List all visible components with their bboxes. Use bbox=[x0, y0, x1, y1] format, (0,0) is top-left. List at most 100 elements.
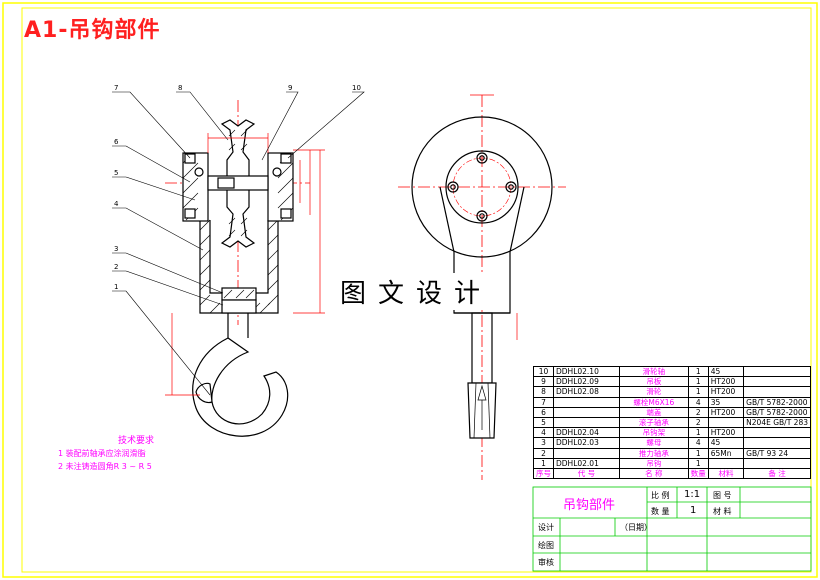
bom-cell-note: N204E GB/T 283 bbox=[743, 416, 811, 429]
cap-bolt-tl bbox=[184, 153, 196, 164]
axle-key bbox=[217, 177, 235, 189]
bom-cell-name: 吊钩 bbox=[618, 457, 689, 469]
balloon-2: 2 bbox=[114, 263, 119, 271]
bom-cell-qty: 2 bbox=[687, 416, 709, 429]
bom-cell-name: 推力轴承 bbox=[618, 447, 689, 459]
bom-cell-material: 45 bbox=[707, 365, 745, 378]
bom-cell-qty: 1 bbox=[687, 447, 709, 459]
nut-hatch bbox=[223, 289, 255, 299]
left-bearing-roller bbox=[194, 167, 204, 177]
bom-cell-code: DDHL02.10 bbox=[553, 365, 620, 378]
bom-cell-no: 10 bbox=[533, 365, 554, 378]
title-block-part-name: 吊钩部件 bbox=[563, 498, 616, 513]
scale-label: 比 例 bbox=[651, 491, 670, 500]
watermark: 图文设计 bbox=[338, 273, 495, 310]
bom-cell-code bbox=[553, 396, 620, 408]
page-title: A1-吊钩部件 bbox=[24, 18, 161, 43]
hook-nut bbox=[221, 299, 257, 314]
bom-cell-note bbox=[743, 386, 811, 398]
balloon-3: 3 bbox=[114, 245, 119, 253]
bom-cell-note: GB/T 5782-2000 bbox=[743, 396, 811, 408]
bom-cell-code bbox=[553, 416, 620, 429]
bom-cell-qty: 4 bbox=[687, 396, 709, 408]
scale-value: 1:1 bbox=[684, 489, 701, 500]
bom-cell-note bbox=[743, 376, 811, 388]
inner-frame bbox=[21, 7, 812, 573]
bom-cell-note bbox=[743, 365, 811, 378]
bom-cell-no: 1 bbox=[533, 457, 554, 469]
tech-requirements-title: 技术要求 bbox=[118, 436, 155, 446]
title-block-grid bbox=[532, 486, 812, 572]
cap-bolt-tr bbox=[280, 153, 292, 164]
bom-cell-name: 滑轮轴 bbox=[618, 365, 689, 378]
side-dimensions bbox=[470, 94, 518, 340]
bom-cell-code: DDHL02.04 bbox=[553, 427, 620, 439]
drawing-no-label: 图 号 bbox=[713, 491, 732, 500]
bom-cell-name: 端盖 bbox=[618, 406, 689, 418]
bom-header-row: 序号代 号名 称数量材料备 注 bbox=[533, 467, 811, 480]
bom-cell-qty: 1 bbox=[687, 457, 709, 469]
bom-cell-code: DDHL02.01 bbox=[553, 457, 620, 469]
bom-cell-qty: 4 bbox=[687, 437, 709, 449]
balloon-8: 8 bbox=[178, 84, 183, 92]
bom-cell-qty: 1 bbox=[687, 376, 709, 388]
bom-cell-note bbox=[743, 427, 811, 439]
bom-cell-note bbox=[743, 457, 811, 469]
bom-cell-note: GB/T 5782-2000 bbox=[743, 406, 811, 418]
bom-cell-no: 6 bbox=[533, 406, 554, 418]
balloon-9: 9 bbox=[288, 84, 293, 92]
bom-cell-name: 吊钩架 bbox=[618, 427, 689, 439]
date-label: （日期） bbox=[620, 523, 652, 532]
front-section-view bbox=[165, 100, 310, 437]
bom-header-material: 材料 bbox=[707, 467, 745, 480]
balloon-1: 1 bbox=[114, 283, 119, 291]
bom-cell-material: HT200 bbox=[707, 406, 745, 418]
bom-cell-name: 螺栓M6X16 bbox=[618, 396, 689, 408]
qty-value: 1 bbox=[690, 505, 697, 516]
balloon-leaders bbox=[112, 91, 365, 396]
bom-cell-material: 45 bbox=[707, 437, 745, 449]
sheave-outer-circle bbox=[411, 116, 553, 258]
bom-cell-code: DDHL02.09 bbox=[553, 376, 620, 388]
side-hook-detail bbox=[473, 382, 491, 439]
sheave-hatch bbox=[228, 129, 248, 237]
bom-cell-no: 4 bbox=[533, 427, 554, 439]
bom-cell-code bbox=[553, 447, 620, 459]
axle bbox=[207, 175, 269, 191]
designer-label: 设计 bbox=[538, 523, 554, 532]
bom-cell-qty: 2 bbox=[687, 406, 709, 418]
bom-cell-code: DDHL02.03 bbox=[553, 437, 620, 449]
thrust-bearing bbox=[221, 287, 257, 301]
side-view bbox=[398, 95, 566, 480]
bom-cell-no: 9 bbox=[533, 376, 554, 388]
bom-header-qty: 数量 bbox=[687, 467, 709, 480]
bom-cell-qty: 1 bbox=[687, 365, 709, 378]
bom-cell-material: 65Mn bbox=[707, 447, 745, 459]
bom-cell-material: HT200 bbox=[707, 427, 745, 439]
bolt-circle bbox=[452, 157, 512, 217]
cap-bolt-br bbox=[280, 208, 292, 219]
hub-circle bbox=[445, 150, 519, 224]
bom-cell-no: 5 bbox=[533, 416, 554, 429]
bom-cell-name: 吊板 bbox=[618, 376, 689, 388]
tech-requirement-1: 1 装配前轴承应涂润滑脂 bbox=[58, 449, 146, 458]
bom-cell-name: 滑轮 bbox=[618, 386, 689, 398]
bom-cell-qty: 1 bbox=[687, 386, 709, 398]
bom-cell-no: 2 bbox=[533, 447, 554, 459]
bom-cell-note bbox=[743, 437, 811, 449]
material-label: 材 料 bbox=[713, 507, 732, 516]
bom-cell-material: 35 bbox=[707, 396, 745, 408]
bom-cell-name: 螺母 bbox=[618, 437, 689, 449]
cap-bolt-bl bbox=[184, 208, 196, 219]
bom-cell-no: 3 bbox=[533, 437, 554, 449]
